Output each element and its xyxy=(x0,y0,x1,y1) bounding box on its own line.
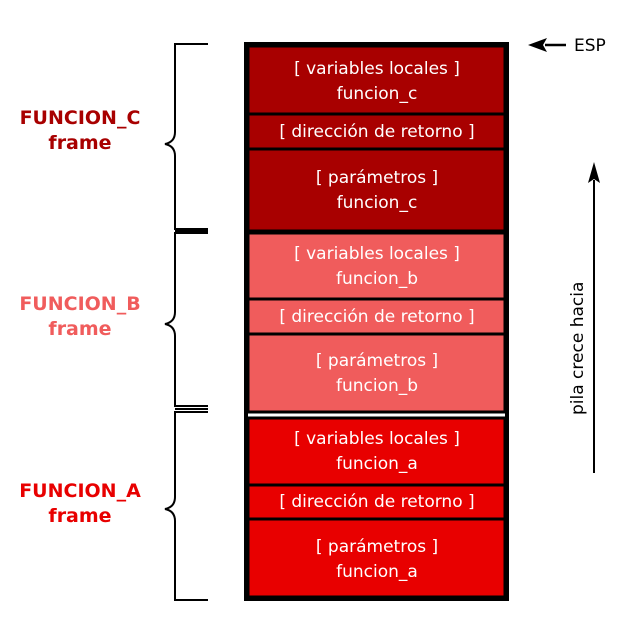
frame-b-params-fn: funcion_b xyxy=(336,376,418,396)
esp-arrow-icon xyxy=(528,38,566,52)
frame-c-label: FUNCION_C xyxy=(20,107,141,129)
frame-a-return-text: [ dirección de retorno ] xyxy=(279,492,474,512)
frame-b-params-cell xyxy=(246,332,507,414)
frame-b-label: FUNCION_B xyxy=(19,293,140,315)
frame-a: [ variables locales ] funcion_a [ direcc… xyxy=(246,416,507,599)
frame-a-label-sub: frame xyxy=(48,505,111,527)
frame-a-locals-fn: funcion_a xyxy=(336,454,418,474)
frame-c-return-text: [ dirección de retorno ] xyxy=(279,122,474,142)
frame-c-params-text: [ parámetros ] xyxy=(316,168,438,188)
frame-c-locals-text: [ variables locales ] xyxy=(294,59,460,79)
frame-b-locals-fn: funcion_b xyxy=(336,269,418,289)
frame-b-locals-text: [ variables locales ] xyxy=(294,244,460,264)
frame-a-brace xyxy=(164,411,208,601)
frame-a-params-cell xyxy=(246,517,507,599)
frame-c: [ variables locales ] funcion_c [ direcc… xyxy=(246,44,507,233)
growth-arrow-icon xyxy=(588,162,600,473)
frame-c-locals-fn: funcion_c xyxy=(337,84,418,104)
frame-c-params-cell xyxy=(246,147,507,233)
frame-b-label-sub: frame xyxy=(48,318,111,340)
frame-c-params-fn: funcion_c xyxy=(337,193,418,213)
stack-outline xyxy=(244,42,509,601)
frame-a-label: FUNCION_A xyxy=(19,480,141,502)
growth-label: pila crece hacia xyxy=(568,282,588,415)
frame-b-brace xyxy=(164,232,208,407)
frame-b-params-text: [ parámetros ] xyxy=(316,351,438,371)
frame-b: [ variables locales ] funcion_b [ direcc… xyxy=(246,231,507,414)
frame-b-return-text: [ dirección de retorno ] xyxy=(279,307,474,327)
esp-label: ESP xyxy=(574,36,606,56)
frame-a-params-fn: funcion_a xyxy=(336,562,418,582)
frame-a-params-text: [ parámetros ] xyxy=(316,537,438,557)
frame-c-brace xyxy=(164,43,208,230)
frame-b-locals-cell xyxy=(246,231,507,301)
frame-a-locals-text: [ variables locales ] xyxy=(294,429,460,449)
frame-c-label-sub: frame xyxy=(48,132,111,154)
